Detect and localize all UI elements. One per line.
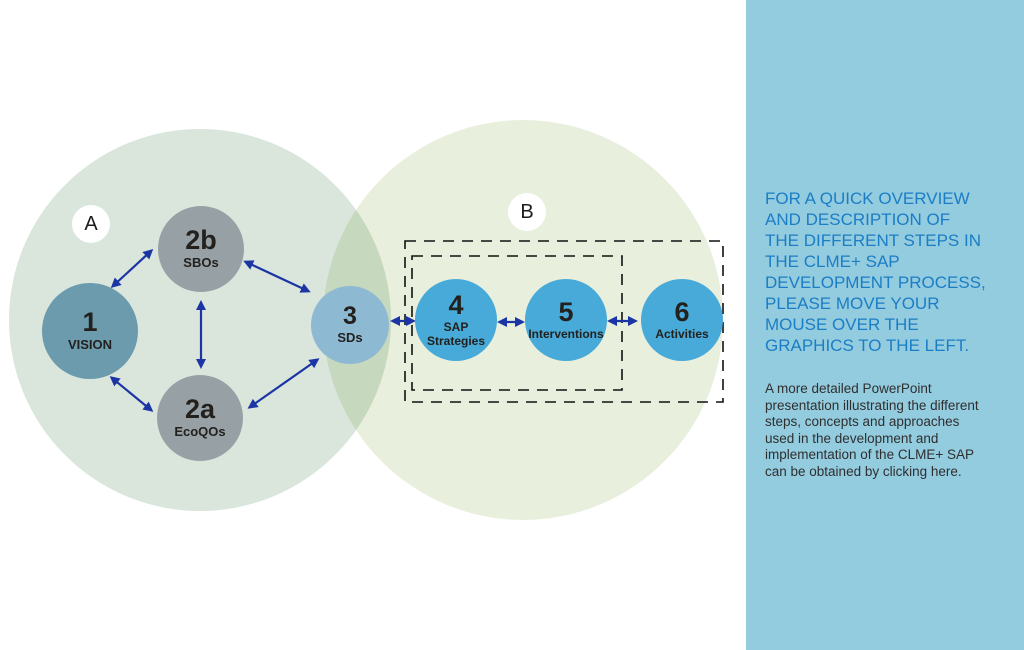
info-panel-body-link-text[interactable]: A more detailed PowerPoint presentation … bbox=[765, 381, 979, 479]
node-ecoqos[interactable]: 2a EcoQOs bbox=[157, 375, 243, 461]
node-number: 2a bbox=[184, 394, 216, 425]
phase-a-badge-label: A bbox=[84, 212, 98, 235]
node-label: EcoQOs bbox=[174, 424, 226, 440]
node-number: 5 bbox=[558, 296, 574, 327]
node-interventions[interactable]: 5 Interventions bbox=[525, 279, 607, 361]
phase-b-badge: B bbox=[508, 193, 546, 231]
node-label: SDs bbox=[337, 330, 363, 346]
node-label: Activities bbox=[655, 326, 709, 341]
node-activities[interactable]: 6 Activities bbox=[641, 279, 723, 361]
node-label: SAP Strategies bbox=[426, 320, 486, 348]
info-panel: FOR A QUICK OVERVIEW AND DESCRIPTION OF … bbox=[746, 0, 1024, 650]
info-panel-heading: FOR A QUICK OVERVIEW AND DESCRIPTION OF … bbox=[765, 189, 986, 355]
node-vision[interactable]: 1 VISION bbox=[42, 283, 138, 379]
node-number: 3 bbox=[343, 302, 357, 331]
node-sds[interactable]: 3 SDs bbox=[311, 286, 389, 364]
arrow-2b-3 bbox=[243, 260, 311, 293]
node-number: 6 bbox=[674, 296, 690, 327]
node-sap-strategies[interactable]: 4 SAP Strategies bbox=[415, 279, 497, 361]
node-label: SBOs bbox=[183, 255, 219, 271]
arrow-1-2b bbox=[110, 248, 154, 289]
node-label: Interventions bbox=[528, 326, 604, 341]
node-number: 4 bbox=[448, 290, 464, 321]
node-sbos[interactable]: 2b SBOs bbox=[158, 206, 244, 292]
node-number: 2b bbox=[185, 225, 217, 256]
phase-b-badge-label: B bbox=[520, 200, 534, 223]
arrow-1-2a bbox=[109, 376, 154, 412]
node-label: VISION bbox=[67, 337, 113, 353]
arrow-2a-3 bbox=[247, 358, 320, 409]
phase-a-badge: A bbox=[72, 205, 110, 243]
node-number: 1 bbox=[82, 307, 98, 338]
